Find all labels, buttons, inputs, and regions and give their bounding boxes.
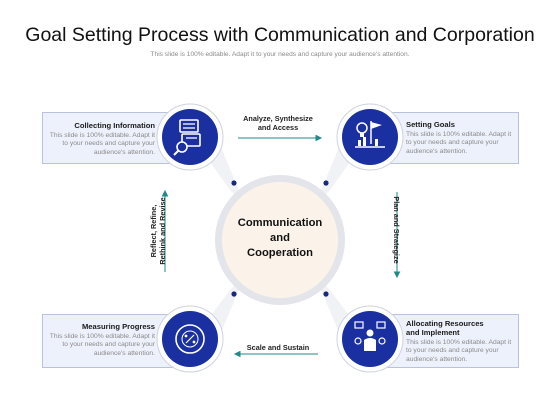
arrow-bottom-head: [233, 350, 241, 358]
step-box-measuring-progress: Measuring Progress This slide is 100% ed…: [42, 314, 180, 368]
dot-top-left: [231, 180, 237, 186]
connector-top-line1: Analyze, Synthesize: [243, 114, 313, 123]
step-box-collecting-information: Collecting Information This slide is 100…: [42, 112, 180, 164]
center-circle: [222, 182, 338, 298]
step-box-allocating-resources: Allocating Resources and Implement This …: [381, 314, 519, 368]
center-line1: Communication: [237, 217, 323, 229]
connector-label-right: Plan and Strategize: [392, 196, 401, 264]
step-description: This slide is 100% editable. Adapt it to…: [406, 131, 512, 155]
dot-bottom-left: [231, 291, 237, 297]
center-line3: Cooperation: [247, 247, 313, 259]
connector-left-line1: Reflect, Refine,: [149, 204, 158, 258]
page-title: Goal Setting Process with Communication …: [25, 24, 535, 46]
step-description: This slide is 100% editable. Adapt it to…: [406, 339, 512, 363]
arrow-right-head: [393, 271, 401, 279]
center-label: Communication and Cooperation: [210, 216, 350, 261]
page-subtitle: This slide is 100% editable. Adapt it to…: [150, 51, 410, 58]
step-title: Collecting Information: [74, 121, 155, 130]
step-box-setting-goals: Setting Goals This slide is 100% editabl…: [381, 112, 519, 164]
connector-top-line2: and Access: [257, 123, 299, 132]
center-line2: and: [270, 232, 290, 244]
connector-label-top: Analyze, Synthesize and Access: [226, 114, 330, 132]
arrow-left-head: [161, 189, 169, 197]
step-title: Allocating Resources and Implement: [406, 319, 484, 337]
dot-bottom-right: [323, 291, 329, 297]
connector-label-left: Reflect, Refine, Rethink and Revise: [149, 191, 167, 271]
step-description: This slide is 100% editable. Adapt it to…: [49, 132, 155, 156]
step-title: Setting Goals: [406, 120, 455, 129]
step-description: This slide is 100% editable. Adapt it to…: [49, 333, 155, 357]
connector-label-bottom: Scale and Sustain: [246, 343, 310, 352]
arrow-top-head: [315, 134, 323, 142]
step-title: Measuring Progress: [81, 322, 155, 331]
dot-top-right: [323, 180, 329, 186]
connector-left-line2: Rethink and Revise: [158, 197, 167, 265]
